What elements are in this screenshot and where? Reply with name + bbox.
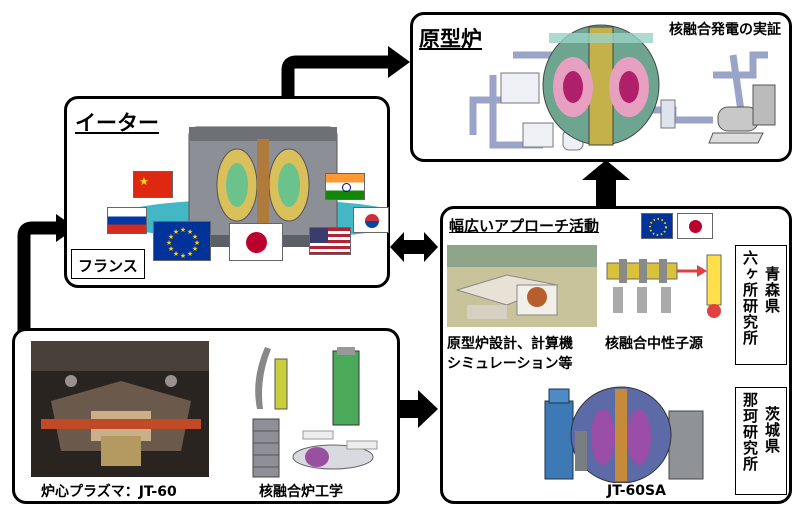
jt60-photo (31, 341, 209, 477)
demo-subtitle-1: 核融合発電の実証 (669, 22, 781, 38)
arrow-domestic-to-ba (398, 400, 420, 418)
broader-approach-box: 幅広いアプローチ活動 青森県 六ヶ所研究所 原型炉設計、計算機 核融合中性子源 … (440, 206, 792, 504)
ba-eu-flag (641, 213, 673, 239)
svg-text:★: ★ (168, 233, 174, 241)
ba-japan-flag (677, 213, 713, 239)
domestic-jt60-label: 炉心プラズマ：JT-60 (41, 484, 177, 500)
jt60sa-image (544, 386, 704, 483)
svg-text:★: ★ (180, 252, 186, 260)
svg-text:★: ★ (173, 228, 179, 236)
ibaraki-label-box: 茨城県 那珂研究所 (735, 387, 787, 495)
arrow-domestic-to-iter (17, 221, 60, 340)
arrow-ba-to-demo (596, 174, 616, 210)
svg-text:★: ★ (192, 233, 198, 241)
eu-flag: ★★★★ ★★★★ ★★★★ (153, 221, 211, 261)
korea-flag (353, 207, 389, 233)
domestic-program-box: 炉心プラズマ：JT-60 核融合炉工学 (12, 328, 400, 504)
india-flag (325, 173, 365, 200)
svg-text:★: ★ (173, 250, 179, 258)
demo-torus-icon (542, 24, 660, 146)
arrow-iter-ba (402, 240, 426, 254)
iter-site-label: フランス (78, 257, 138, 275)
jt60sa-label: JT-60SA (607, 483, 666, 499)
domestic-reactor-engineering-label: 核融合炉工学 (259, 484, 343, 500)
russia-flag (107, 207, 147, 234)
iter-site-label-box: フランス (71, 249, 145, 279)
arrow-domestic-to-ba-head (418, 390, 438, 428)
iter-box: イーター ★ ★★★★ ★★★★ ★★★★ フランス (64, 96, 390, 288)
svg-text:★: ★ (194, 239, 200, 247)
ba-item-neutron-source: 核融合中性子源 (605, 336, 703, 352)
japan-flag (229, 223, 283, 261)
rokkasho-facility-image (447, 245, 597, 327)
svg-text:★: ★ (168, 245, 174, 253)
china-flag: ★ (133, 171, 173, 198)
ba-title: 幅広いアプローチ活動 (449, 217, 600, 235)
usa-flag (309, 227, 351, 255)
svg-text:★: ★ (187, 228, 193, 236)
demo-plant-illustration (469, 24, 776, 151)
svg-text:★: ★ (192, 245, 198, 253)
arrow-iter-ba-right (424, 232, 438, 262)
blanket-engineering-illustration (252, 347, 378, 478)
aomori-label-box: 青森県 六ヶ所研究所 (735, 245, 787, 365)
ba-item-demo-design: 原型炉設計、計算機 (447, 336, 573, 352)
ba-item-simulation: シミュレーション等 (447, 356, 573, 372)
svg-text:★: ★ (166, 239, 172, 247)
rokkasho-institute: 六ヶ所研究所 (741, 250, 759, 346)
neutron-source-image (606, 254, 722, 318)
turbine-icon (708, 84, 776, 144)
arrow-iter-to-demo (281, 55, 392, 98)
ibaraki-prefecture: 茨城県 (763, 406, 781, 454)
arrow-iter-ba-left (390, 232, 404, 262)
demo-reactor-box: 原型炉 核融合発電の実証 (410, 12, 792, 162)
iter-title: イーター (75, 111, 159, 135)
aomori-prefecture: 青森県 (763, 266, 781, 314)
arrow-iter-to-demo-head (388, 46, 410, 78)
svg-text:★: ★ (187, 250, 193, 258)
demo-title: 原型炉 (419, 27, 482, 51)
naka-institute: 那珂研究所 (741, 392, 759, 472)
arrow-ba-to-demo-head (582, 160, 630, 180)
svg-text:★: ★ (180, 226, 186, 234)
